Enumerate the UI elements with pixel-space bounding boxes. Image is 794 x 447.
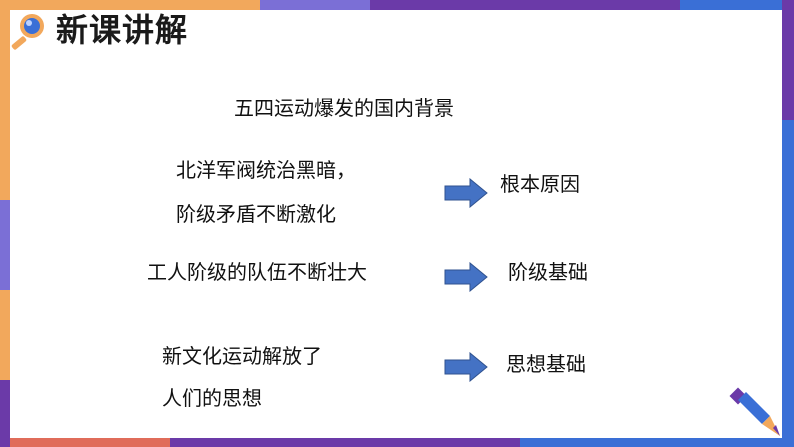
- row-2-line-1: 工人阶级的队伍不断壮大: [147, 260, 367, 284]
- row-3-line-2: 人们的思想: [162, 386, 262, 410]
- magnifier-icon: [11, 14, 44, 50]
- pencil-icon: [729, 387, 780, 436]
- row-1-result: 根本原因: [500, 172, 580, 196]
- row-3-line-1: 新文化运动解放了: [162, 344, 322, 368]
- row-3-result: 思想基础: [506, 352, 586, 376]
- page-title: 新课讲解: [56, 11, 189, 49]
- right-arrow-icon: [444, 352, 488, 382]
- right-arrow-icon: [444, 262, 488, 292]
- row-2-result: 阶级基础: [508, 260, 588, 284]
- row-1-line-1: 北洋军阀统治黑暗，: [176, 158, 356, 182]
- slide-heading: 五四运动爆发的国内背景: [234, 96, 454, 120]
- row-1-line-2: 阶级矛盾不断激化: [176, 202, 336, 226]
- slide-panel: [10, 10, 782, 438]
- right-arrow-icon: [444, 178, 488, 208]
